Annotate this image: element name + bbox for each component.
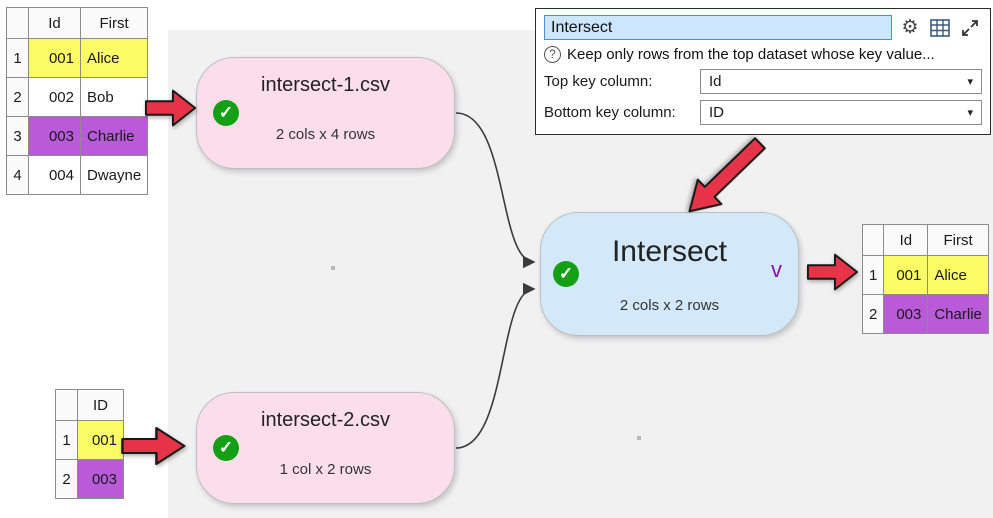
success-check-icon: ✓ <box>553 261 579 287</box>
input2-data-grid: ID 1 001 2 003 <box>55 389 124 499</box>
cell[interactable]: 003 <box>77 459 124 499</box>
row-number[interactable]: 2 <box>861 294 885 334</box>
success-check-icon: ✓ <box>213 100 239 126</box>
cell[interactable]: 003 <box>883 294 929 334</box>
help-icon[interactable]: ? <box>544 46 561 63</box>
cell[interactable]: Dwayne <box>79 155 149 195</box>
cell[interactable]: Charlie <box>927 294 989 334</box>
row-number[interactable]: 3 <box>6 116 29 156</box>
bottom-key-column-value: ID <box>709 104 724 121</box>
column-header[interactable]: ID <box>77 389 124 421</box>
top-key-column-value: Id <box>709 73 722 90</box>
chevron-down-icon: ▾ <box>967 107 973 119</box>
chevron-down-icon: ▾ <box>967 76 973 88</box>
cell[interactable]: Charlie <box>79 116 149 156</box>
expand-icon[interactable] <box>958 16 982 40</box>
node-intersect-transform[interactable]: ✓ Intersect 2 cols x 2 rows v <box>540 212 799 336</box>
table-header-row: Id First <box>861 224 989 256</box>
corner-cell[interactable] <box>55 389 78 421</box>
cell[interactable]: Alice <box>79 38 149 78</box>
column-header[interactable]: First <box>927 224 989 256</box>
cell[interactable]: Alice <box>927 255 989 295</box>
node-dimensions: 1 col x 2 rows <box>279 461 372 478</box>
cell[interactable]: 001 <box>77 420 124 460</box>
row-number[interactable]: 2 <box>55 459 78 499</box>
column-header[interactable]: Id <box>28 7 81 39</box>
row-number[interactable]: 1 <box>861 255 885 295</box>
top-key-column-select[interactable]: Id ▾ <box>700 69 982 94</box>
column-header[interactable]: Id <box>883 224 929 256</box>
row-number[interactable]: 1 <box>6 38 29 78</box>
output-marker[interactable]: v <box>771 257 782 282</box>
top-key-column-label: Top key column: <box>544 73 653 90</box>
success-check-icon: ✓ <box>213 435 239 461</box>
settings-icon[interactable]: ⚙ <box>901 17 919 38</box>
node-title: intersect-2.csv <box>261 409 390 431</box>
table-row: 1 001 Alice <box>6 38 149 78</box>
transform-description: Keep only rows from the top dataset whos… <box>567 46 935 63</box>
column-header[interactable]: First <box>79 7 149 39</box>
table-row: 2 003 <box>55 459 124 499</box>
table-header-row: Id First <box>6 7 149 39</box>
bottom-key-column-select[interactable]: ID ▾ <box>700 100 982 125</box>
output-data-grid: Id First 1 001 Alice 2 003 Charlie <box>861 224 989 334</box>
node-intersect-1-csv[interactable]: ✓ intersect-1.csv 2 cols x 4 rows <box>196 57 455 169</box>
table-row: 4 004 Dwayne <box>6 155 149 195</box>
canvas-grid-dot <box>637 436 641 440</box>
node-dimensions: 2 cols x 2 rows <box>619 297 720 314</box>
node-dimensions: 2 cols x 4 rows <box>275 126 376 143</box>
canvas-grid-dot <box>331 266 335 270</box>
table-row: 2 002 Bob <box>6 77 149 117</box>
corner-cell[interactable] <box>6 7 29 39</box>
cell[interactable]: Bob <box>79 77 149 117</box>
table-row: 1 001 <box>55 420 124 460</box>
cell[interactable]: 002 <box>28 77 81 117</box>
table-row: 1 001 Alice <box>861 255 989 295</box>
row-number[interactable]: 4 <box>6 155 29 195</box>
annotation-arrow-input2 <box>121 427 186 465</box>
bottom-key-column-label: Bottom key column: <box>544 104 676 121</box>
input1-data-grid: Id First 1 001 Alice 2 002 Bob 3 003 Cha… <box>6 7 149 195</box>
table-view-icon[interactable] <box>928 16 952 40</box>
node-title: Intersect <box>611 235 728 268</box>
node-title: intersect-1.csv <box>261 74 390 96</box>
node-intersect-2-csv[interactable]: ✓ intersect-2.csv 1 col x 2 rows <box>196 392 455 504</box>
cell[interactable]: 001 <box>28 38 81 78</box>
transform-properties-panel: ⚙ ? Keep only rows from the top dataset … <box>535 8 991 135</box>
annotation-arrow-input1 <box>144 89 197 127</box>
table-row: 3 003 Charlie <box>6 116 149 156</box>
cell[interactable]: 004 <box>28 155 81 195</box>
row-number[interactable]: 1 <box>55 420 78 460</box>
row-number[interactable]: 2 <box>6 77 29 117</box>
transform-name-input[interactable] <box>544 15 892 40</box>
table-row: 2 003 Charlie <box>861 294 989 334</box>
table-header-row: ID <box>55 389 124 421</box>
annotation-arrow-output <box>806 253 859 291</box>
cell[interactable]: 001 <box>883 255 929 295</box>
cell[interactable]: 003 <box>28 116 81 156</box>
corner-cell[interactable] <box>861 224 885 256</box>
annotation-arrow-panel-to-node <box>688 137 766 213</box>
